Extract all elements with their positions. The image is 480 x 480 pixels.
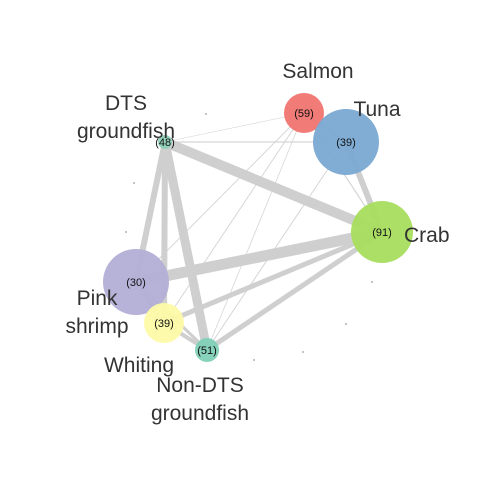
- edge-dts-salmon: [164, 112, 305, 143]
- background-dot: [205, 113, 207, 115]
- node-count-dts: (48): [155, 137, 175, 149]
- edge-crab-nondts: [205, 229, 384, 353]
- background-dot: [345, 323, 347, 325]
- node-label-whiting: Whiting: [104, 354, 174, 377]
- node-label-line: Pink: [77, 287, 118, 310]
- node-circle-dts[interactable]: [158, 135, 172, 149]
- node-pink[interactable]: (30): [103, 249, 169, 315]
- edge-dts-nondts: [160, 141, 212, 351]
- node-count-whiting: (39): [154, 318, 174, 330]
- node-label-line: groundfish: [77, 120, 175, 143]
- node-tuna[interactable]: (39): [313, 109, 379, 175]
- node-dts[interactable]: (48): [155, 135, 175, 149]
- node-nondts[interactable]: (51): [195, 338, 219, 362]
- node-count-crab: (91): [372, 227, 392, 239]
- background-dot: [253, 359, 255, 361]
- node-label-salmon: Salmon: [282, 60, 353, 83]
- node-label-line: Salmon: [282, 60, 353, 83]
- node-circle-crab[interactable]: [351, 201, 413, 263]
- edge-crab-pink: [134, 226, 384, 288]
- node-whiting[interactable]: (39): [144, 303, 184, 343]
- node-circle-nondts[interactable]: [195, 338, 219, 362]
- node-circle-tuna[interactable]: [313, 109, 379, 175]
- node-label-line: Whiting: [104, 354, 174, 377]
- node-count-nondts: (51): [197, 345, 217, 357]
- node-label-line: Tuna: [353, 98, 400, 121]
- node-crab[interactable]: (91): [351, 201, 413, 263]
- node-label-line: groundfish: [151, 402, 249, 425]
- node-label-line: Non-DTS: [156, 374, 244, 397]
- node-count-tuna: (39): [336, 137, 356, 149]
- node-circle-pink[interactable]: [103, 249, 169, 315]
- node-label-line: shrimp: [65, 315, 128, 338]
- node-label-pink: Pink shrimp: [65, 287, 128, 338]
- node-label-nondts: Non-DTS groundfish: [151, 374, 249, 425]
- nodes-layer: (59) (39) (91) (48) (30) (39) (51): [103, 93, 413, 362]
- background-dot: [133, 182, 135, 184]
- node-label-tuna: Tuna: [353, 98, 400, 121]
- edge-nondts-tuna: [206, 141, 347, 351]
- node-circle-salmon[interactable]: [284, 93, 324, 133]
- node-salmon[interactable]: (59): [284, 93, 324, 133]
- background-dots: [125, 113, 373, 361]
- node-count-pink: (30): [126, 277, 146, 289]
- node-label-crab: Crab: [404, 224, 450, 247]
- node-label-line: Crab: [404, 224, 450, 247]
- background-dot: [302, 351, 304, 353]
- node-label-line: DTS: [105, 92, 147, 115]
- node-count-salmon: (59): [294, 108, 314, 120]
- background-dot: [371, 281, 373, 283]
- edge-pink-salmon: [135, 112, 305, 283]
- node-label-dts: DTS groundfish: [77, 92, 175, 143]
- edge-crab-whiting: [163, 229, 383, 326]
- edge-whiting-salmon: [163, 112, 305, 324]
- background-dot: [125, 231, 127, 233]
- edge-nondts-salmon: [206, 112, 305, 351]
- node-circle-whiting[interactable]: [144, 303, 184, 343]
